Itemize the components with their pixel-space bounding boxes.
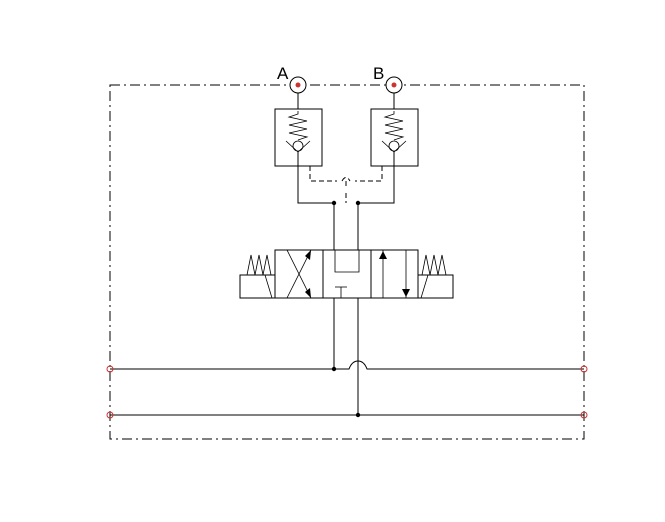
- junction: [355, 412, 361, 418]
- port-a-label: A: [277, 64, 289, 83]
- spring-icon: [246, 254, 272, 276]
- valve-parallel-position: [370, 249, 419, 299]
- port-left-return[interactable]: [106, 411, 114, 419]
- junction: [331, 366, 337, 372]
- right-actuator: [417, 274, 454, 299]
- port-b[interactable]: [385, 76, 403, 94]
- junction: [331, 200, 337, 206]
- check-valve-b: [370, 108, 419, 167]
- port-right-supply[interactable]: [580, 365, 588, 373]
- valve-center-position: [322, 249, 372, 299]
- pilot-lines: [309, 166, 383, 203]
- left-actuator: [239, 274, 276, 299]
- spring-icon: [383, 111, 405, 141]
- spring-icon: [287, 111, 309, 141]
- port-right-return[interactable]: [580, 411, 588, 419]
- junction: [355, 200, 361, 206]
- check-valve-a: [274, 108, 323, 167]
- port-b-label: B: [373, 64, 384, 83]
- port-left-supply[interactable]: [106, 365, 114, 373]
- subsystem-boundary: [109, 84, 585, 440]
- supply-line: [110, 360, 584, 370]
- directional-valve-icon[interactable]: [239, 249, 454, 299]
- spring-icon: [421, 254, 447, 276]
- port-a[interactable]: [289, 76, 307, 94]
- line-a-to-valve: [297, 166, 335, 250]
- line-b-to-valve: [357, 166, 395, 250]
